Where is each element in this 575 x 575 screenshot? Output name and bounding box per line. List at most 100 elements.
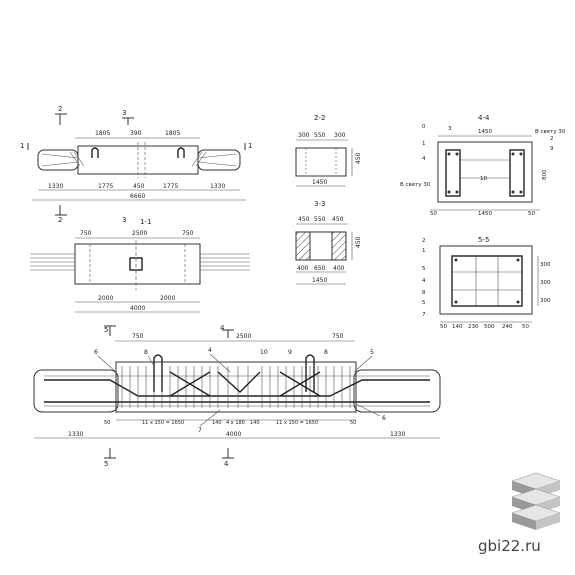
- dim-bottom-5: 1330: [210, 183, 225, 190]
- sec4-top-dim: 1450: [478, 129, 492, 135]
- sec1-dim-top-1: 750: [80, 230, 92, 237]
- sec5-dim-bottom-5: 240: [502, 324, 513, 330]
- sec3-core: [309, 231, 333, 261]
- beam-end-left: [37, 149, 79, 171]
- sec5-callout-4: 4: [422, 278, 426, 284]
- detail-dim-top-1: 750: [132, 333, 144, 340]
- detail-end-left: [33, 369, 119, 413]
- sec4-leader-left: В свету 30: [400, 182, 431, 188]
- section-4-4: 4-4 1450 В свету 30 0 3 1 4 10 9 2 В све…: [400, 114, 566, 217]
- sec3-dim-top-2: 550: [314, 216, 326, 223]
- cut-mark-2-top: 2: [58, 105, 62, 113]
- sec3-hatch-right: [331, 231, 347, 261]
- sec4-callout-2: 2: [550, 136, 554, 142]
- sec5-dim-bottom-3: 230: [468, 324, 479, 330]
- sec2-dim-top-3: 300: [334, 132, 346, 139]
- watermark-text: gbi22.ru: [478, 537, 541, 555]
- sec1-overall: 4000: [130, 305, 145, 312]
- sec5-dim-bottom-4: 500: [484, 324, 495, 330]
- sec5-dim-right-2: 300: [540, 280, 551, 286]
- sec4-concrete: [437, 141, 533, 203]
- dim-top-3: 1805: [165, 130, 180, 137]
- sec5-dim-right-3: 300: [540, 298, 551, 304]
- sec4-callout-10: 10: [480, 176, 487, 182]
- sec4-callout-0: 0: [422, 124, 426, 130]
- sec4-callout-4: 4: [422, 156, 426, 162]
- sec1-body: [74, 243, 201, 285]
- sec1-dim-top-3: 750: [182, 230, 194, 237]
- detail-dim-mid-4: 4 x 180: [226, 420, 245, 426]
- dim-bottom-2: 1775: [98, 183, 113, 190]
- detail-dim-mid-1: 50: [104, 420, 110, 426]
- sec4-callout-1: 1: [422, 141, 426, 147]
- detail-dim-mid-3: 140: [212, 420, 222, 426]
- section-4-4-title: 4-4: [478, 114, 490, 122]
- detail-dim-mid-7: 50: [350, 420, 356, 426]
- detail-callout-9: 9: [288, 349, 292, 356]
- detail-callout-6a: 6: [94, 349, 98, 356]
- stacked-slabs-logo: [511, 472, 561, 530]
- sec5-callout-5b: 5: [422, 300, 426, 306]
- sec3-dim-top-3: 450: [332, 216, 344, 223]
- section-5-5-title: 5-5: [478, 236, 489, 244]
- sec4-dim-bottom-2: 1450: [478, 211, 492, 217]
- sec3-hatch-left: [295, 231, 311, 261]
- sec3-overall: 1450: [312, 277, 327, 284]
- sec5-dim-right-1: 300: [540, 262, 551, 268]
- detail-dim-top-3: 750: [332, 333, 344, 340]
- sec5-callout-8: 8: [422, 290, 426, 296]
- section-2-2-title: 2-2: [314, 114, 325, 122]
- sec4-side: 800: [542, 169, 548, 180]
- detail-dim-mid-2: 11 x 150 = 1650: [142, 420, 184, 426]
- sec3-height: 450: [355, 236, 362, 248]
- sec1-dim-top-2: 2500: [132, 230, 147, 237]
- detail-cut-4-bottom: 4: [224, 460, 229, 468]
- detail-cut-4-top: 4: [220, 324, 225, 332]
- detail-end-right-dim: 1330: [390, 431, 405, 438]
- dim-bottom-4: 1775: [163, 183, 178, 190]
- sec5-callout-7: 7: [422, 312, 426, 318]
- cut-mark-2-bottom: 2: [58, 216, 62, 224]
- section-1-1: 1-1 750 2500 750 2000 2000 4000: [30, 218, 250, 313]
- dim-overall: 6660: [130, 193, 145, 200]
- sec2-dim-bottom: 1450: [312, 179, 327, 186]
- sec5-dim-bottom-6: 50: [522, 324, 529, 330]
- beam-end-right: [197, 149, 241, 171]
- detail-callout-8b: 8: [324, 349, 328, 356]
- sec1-dim-bottom-1: 2000: [98, 295, 113, 302]
- sec2-dim-top-2: 550: [314, 132, 326, 139]
- sec5-dim-bottom-2: 140: [452, 324, 463, 330]
- top-plan-view: 2 3 1 1 1805 390 1805 1330 1775 450 1775…: [20, 105, 252, 224]
- detail-callout-7: 7: [198, 427, 202, 434]
- sec4-leader-top: В свету 30: [535, 129, 566, 135]
- section-3-3-title: 3-3: [314, 200, 325, 208]
- sec5-callout-1: 1: [422, 248, 426, 254]
- detail-callout-5: 5: [370, 349, 374, 356]
- detail-cut-5-bottom: 5: [104, 460, 108, 468]
- section-5-5: 5-5 2 1 5 4 8 5 7 300 300 300 50 140 230…: [422, 236, 551, 330]
- detail-body: [115, 361, 357, 413]
- sec3-dim-bottom-2: 650: [314, 265, 326, 272]
- detail-dim-mid-5: 140: [250, 420, 260, 426]
- detail-callout-10: 10: [260, 349, 268, 356]
- detail-end-left-dim: 1330: [68, 431, 83, 438]
- sec2-dim-top-1: 300: [298, 132, 310, 139]
- cut-mark-1-left: 1: [20, 142, 24, 150]
- detail-callout-8a: 8: [144, 349, 148, 356]
- cut-mark-3-bottom: 3: [122, 216, 126, 224]
- sec5-callout-5a: 5: [422, 266, 426, 272]
- reinforcement-detail: 5 4 750 2500 750 6 8 4 10 9 8: [33, 324, 441, 468]
- dim-bottom-3: 450: [133, 183, 145, 190]
- sec1-dim-bottom-2: 2000: [160, 295, 175, 302]
- cut-mark-1-right: 1: [248, 142, 252, 150]
- sec2-concrete: [295, 147, 347, 177]
- dim-top-1: 1805: [95, 130, 110, 137]
- sec2-height: 450: [355, 152, 362, 164]
- sec3-dim-bottom-3: 400: [333, 265, 345, 272]
- sec5-concrete: [439, 245, 533, 315]
- section-1-1-title: 1-1: [140, 218, 151, 226]
- sec4-callout-3: 3: [448, 126, 452, 132]
- sec3-dim-top-1: 450: [298, 216, 310, 223]
- sec5-dim-bottom-1: 50: [440, 324, 447, 330]
